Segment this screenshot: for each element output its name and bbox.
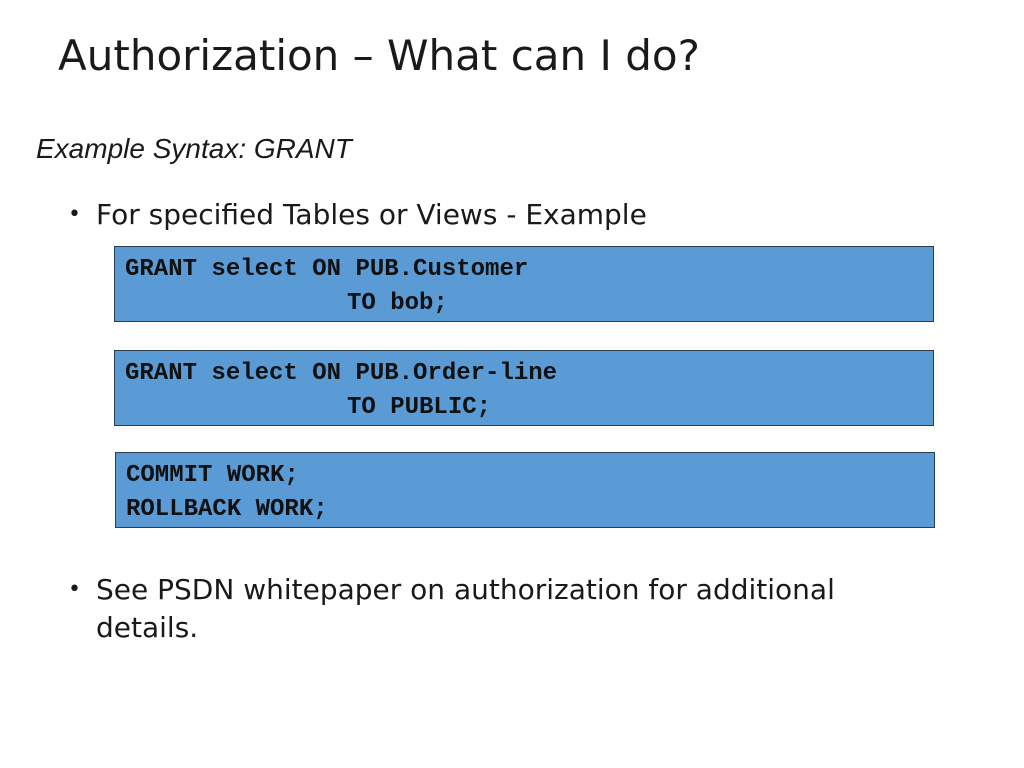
bullet-dot-icon: • — [68, 202, 81, 227]
slide-title: Authorization – What can I do? — [58, 31, 700, 80]
code-block-grant-order-line: GRANT select ON PUB.Order-line TO PUBLIC… — [114, 350, 934, 426]
code-block-commit-rollback: COMMIT WORK; ROLLBACK WORK; — [115, 452, 935, 528]
code-line: GRANT select ON PUB.Order-line — [125, 360, 558, 387]
bullet-text: See PSDN whitepaper on authorization for… — [96, 573, 835, 644]
bullet-dot-icon: • — [68, 577, 81, 602]
bullet-item: • See PSDN whitepaper on authorization f… — [68, 571, 928, 647]
syntax-subtitle: Example Syntax: GRANT — [36, 133, 352, 164]
code-line: COMMIT WORK; — [126, 462, 299, 489]
code-line: GRANT select ON PUB.Customer — [125, 256, 529, 283]
code-line: TO PUBLIC; — [347, 394, 492, 421]
bullet-item: • For specified Tables or Views - Exampl… — [68, 196, 928, 234]
code-block-grant-customer: GRANT select ON PUB.Customer TO bob; — [114, 246, 934, 322]
code-line: TO bob; — [347, 290, 448, 317]
code-line: ROLLBACK WORK; — [126, 496, 328, 523]
bullet-text: For specified Tables or Views - Example — [96, 198, 647, 231]
